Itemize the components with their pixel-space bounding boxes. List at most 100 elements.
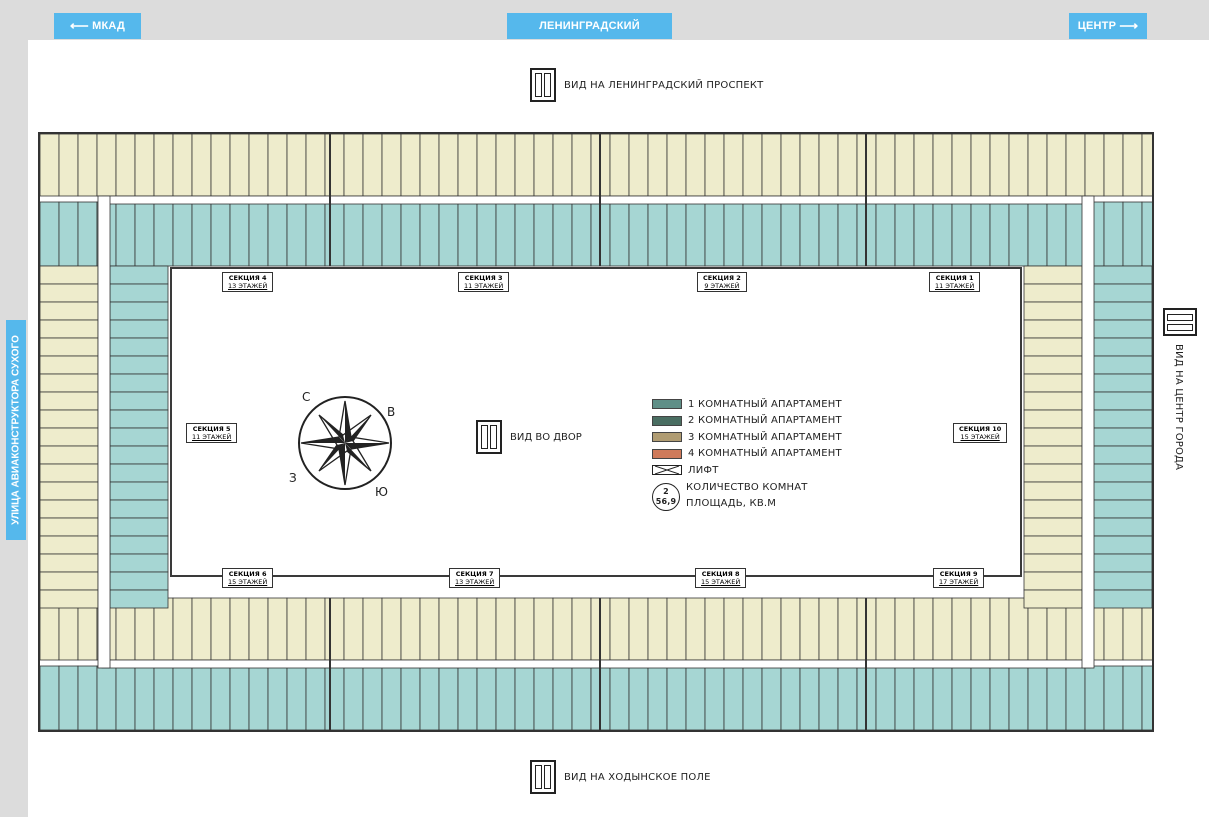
compass-east: В — [387, 405, 396, 419]
apartment-unit — [324, 597, 345, 661]
apartment-unit — [153, 201, 174, 267]
apartment-unit — [1023, 553, 1083, 573]
section-name: СЕКЦИЯ 7 — [455, 570, 494, 578]
apartment-unit — [742, 665, 763, 730]
apartment-unit — [1084, 665, 1105, 730]
apartment-unit — [1091, 283, 1152, 303]
apartment-unit — [400, 665, 421, 730]
legend-label: 1 КОМНАТНЫЙ АПАРТАМЕНТ — [688, 398, 842, 410]
apartment-unit — [932, 597, 953, 661]
apartment-unit — [1023, 409, 1083, 429]
corridor — [101, 659, 1091, 669]
apartment-unit — [1091, 391, 1152, 411]
apartment-unit — [970, 665, 991, 730]
section-name: СЕКЦИЯ 10 — [959, 425, 1002, 433]
apartment-unit — [267, 665, 288, 730]
apartment-unit — [1023, 517, 1083, 537]
apartment-unit — [109, 265, 169, 285]
section-name: СЕКЦИЯ 6 — [228, 570, 267, 578]
apartment-unit — [894, 201, 915, 267]
apartment-unit — [1091, 301, 1152, 321]
apartment-unit — [476, 597, 497, 661]
apartment-unit — [1027, 665, 1048, 730]
apartment-unit — [761, 665, 782, 730]
apartment-unit — [723, 597, 744, 661]
legend-item-lift: ЛИФТ — [652, 462, 842, 479]
apartment-unit — [1023, 463, 1083, 483]
view-right-label: ВИД НА ЦЕНТР ГОРОДА — [1173, 344, 1184, 471]
apartment-unit — [1091, 481, 1152, 501]
apartment-unit — [172, 201, 193, 267]
apartment-unit — [109, 355, 169, 375]
apartment-unit — [1023, 499, 1083, 519]
apartment-unit — [609, 134, 630, 197]
section-name: СЕКЦИЯ 1 — [935, 274, 974, 282]
apartment-unit — [438, 134, 459, 197]
apartment-unit — [229, 665, 250, 730]
nav-mkad-button[interactable]: ⟵ МКАД — [54, 13, 141, 39]
apartment-unit — [438, 665, 459, 730]
apartment-unit — [1046, 201, 1067, 267]
apartment-unit — [495, 134, 516, 197]
apartment-unit — [628, 597, 649, 661]
apartment-unit — [305, 665, 326, 730]
section-floors: 15 ЭТАЖЕЙ — [960, 433, 1000, 441]
apartment-unit — [1091, 265, 1152, 285]
apartment-unit — [286, 665, 307, 730]
apartment-unit — [381, 665, 402, 730]
legend-swatch — [652, 448, 682, 459]
apartment-unit — [115, 665, 136, 730]
apartment-unit — [989, 665, 1010, 730]
apartment-unit — [400, 134, 421, 197]
section-name: СЕКЦИЯ 5 — [192, 425, 231, 433]
apartment-unit — [172, 134, 193, 197]
apartment-unit — [552, 597, 573, 661]
apartment-unit — [1046, 134, 1067, 197]
apartment-unit — [913, 134, 934, 197]
apartment-unit — [438, 597, 459, 661]
nav-leningrad-button[interactable]: ЛЕНИНГРАДСКИЙ ПРОСПЕКТ — [507, 13, 672, 58]
apartment-unit — [1023, 265, 1083, 285]
apartment-unit — [799, 134, 820, 197]
apartment-unit — [685, 665, 706, 730]
apartment-unit — [134, 201, 155, 267]
nav-center-label: ЦЕНТР — [1077, 20, 1117, 32]
apartment-unit — [1103, 134, 1124, 197]
apartment-unit — [248, 665, 269, 730]
apartment-unit — [134, 665, 155, 730]
apartment-unit — [647, 665, 668, 730]
apartment-unit — [343, 665, 364, 730]
apartment-unit — [495, 201, 516, 267]
apartment-unit — [1091, 355, 1152, 375]
apartment-unit — [989, 201, 1010, 267]
street-label-text: УЛИЦА АВИАКОНСТРУКТОРА СУХОГО — [10, 335, 22, 525]
apartment-unit — [514, 134, 535, 197]
apartment-unit — [381, 134, 402, 197]
corridor — [101, 195, 1091, 205]
apartment-unit — [172, 665, 193, 730]
apartment-unit — [1065, 134, 1086, 197]
corridor — [97, 195, 111, 669]
apartment-unit — [514, 665, 535, 730]
nav-center-button[interactable]: ЦЕНТР ⟶ — [1069, 13, 1147, 39]
apartment-unit — [780, 597, 801, 661]
section-floors: 15 ЭТАЖЕЙ — [228, 578, 268, 586]
apartment-unit — [172, 597, 193, 661]
apartment-unit — [552, 134, 573, 197]
view-window-icon — [476, 420, 502, 454]
apartment-unit — [609, 597, 630, 661]
apartment-unit — [723, 134, 744, 197]
lift-icon — [652, 465, 682, 476]
legend-item-4room: 4 КОМНАТНЫЙ АПАРТАМЕНТ — [652, 446, 842, 463]
apartment-unit — [40, 553, 99, 573]
